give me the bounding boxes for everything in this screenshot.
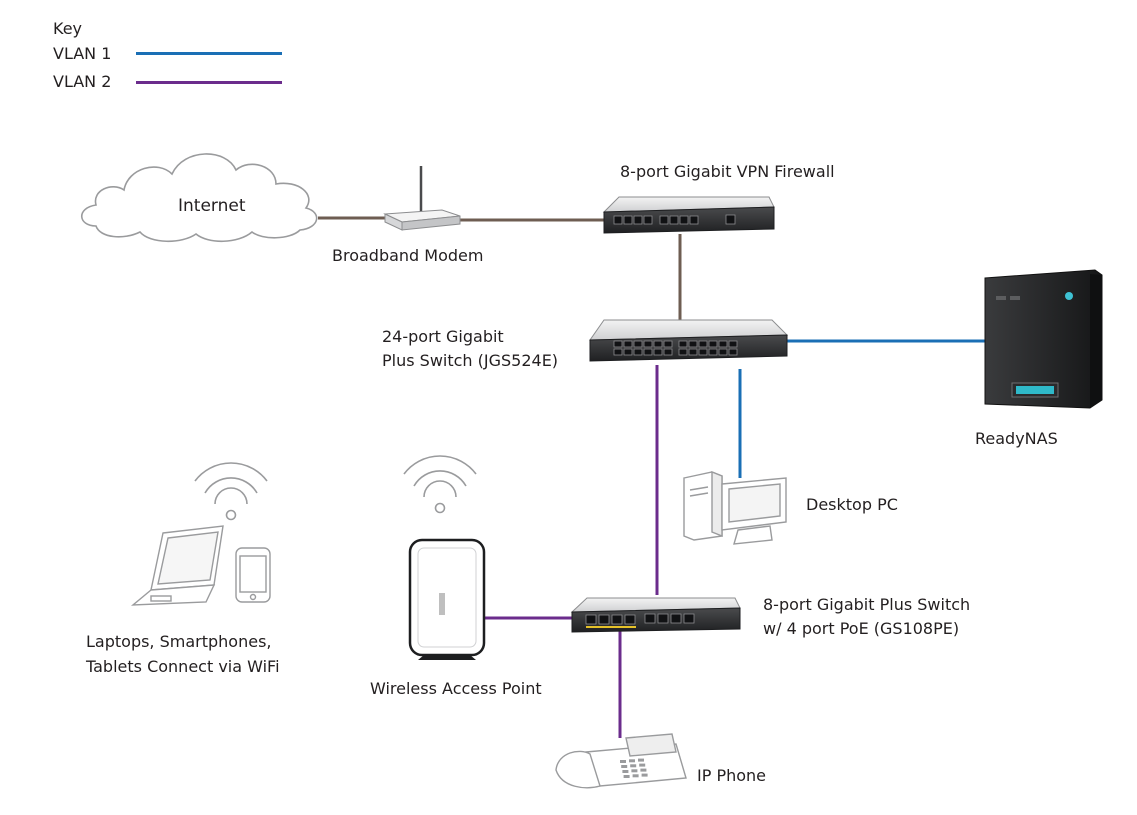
port <box>663 340 673 348</box>
phone-key <box>630 764 637 768</box>
phone-key <box>641 773 648 777</box>
legend-vlan1-label: VLAN 1 <box>53 44 112 63</box>
desktop-label: Desktop PC <box>806 495 898 514</box>
port <box>698 340 708 348</box>
port <box>678 340 688 348</box>
port <box>623 340 633 348</box>
port <box>633 215 643 225</box>
broadband-modem-icon <box>383 166 461 231</box>
phone-key <box>622 770 629 773</box>
phone-key <box>632 774 639 778</box>
switch8-label-line2: w/ 4 port PoE (GS108PE) <box>763 619 960 638</box>
phone-key <box>638 758 644 762</box>
phone-key <box>631 769 638 773</box>
vpn-firewall-icon <box>602 196 775 234</box>
smartphone-icon <box>235 547 271 603</box>
ip-phone-label: IP Phone <box>697 766 767 785</box>
wifi-clients-label-line1: Laptops, Smartphones, <box>86 632 272 651</box>
port <box>657 613 669 624</box>
port <box>613 348 623 356</box>
firewall-label: 8-port Gigabit VPN Firewall <box>620 162 835 181</box>
port <box>653 340 663 348</box>
readynas-icon <box>984 269 1103 409</box>
legend-vlan2-label: VLAN 2 <box>53 72 112 91</box>
legend-title: Key <box>53 19 83 38</box>
wifi-access-point-icon <box>403 455 477 514</box>
port <box>633 348 643 356</box>
port <box>611 614 623 625</box>
port <box>670 613 682 624</box>
wifi-laptops-icon <box>194 462 268 521</box>
port <box>643 215 653 225</box>
port <box>708 348 718 356</box>
phone-key <box>639 763 646 767</box>
port <box>718 340 728 348</box>
switch-8-port-poe-icon <box>570 597 741 633</box>
switch24-label-line2: Plus Switch (JGS524E) <box>382 351 559 370</box>
internet-label: Internet <box>178 196 246 216</box>
port <box>688 340 698 348</box>
port <box>653 348 663 356</box>
port <box>708 340 718 348</box>
phone-key <box>621 765 628 768</box>
modem-label: Broadband Modem <box>332 246 484 265</box>
ip-phone-icon <box>555 733 687 789</box>
port <box>623 348 633 356</box>
legend-vlan1-line <box>136 52 282 55</box>
port <box>679 215 689 225</box>
port <box>678 348 688 356</box>
port <box>728 348 738 356</box>
port <box>643 340 653 348</box>
port <box>728 340 738 348</box>
port <box>613 340 623 348</box>
phone-key <box>623 775 630 778</box>
port <box>644 613 656 624</box>
port <box>725 214 736 225</box>
switch-8-ports <box>585 613 695 628</box>
switch-24-port-icon <box>589 319 789 362</box>
wireless-access-point-icon <box>408 538 486 660</box>
wifi-clients-label-line2: Tablets Connect via WiFi <box>86 657 280 676</box>
switch8-label-line1: 8-port Gigabit Plus Switch <box>763 595 971 614</box>
port <box>585 614 597 625</box>
port <box>689 215 699 225</box>
port <box>659 215 669 225</box>
firewall-ports <box>613 214 736 225</box>
legend-vlan2-line <box>136 81 282 84</box>
nas-label: ReadyNAS <box>975 429 1058 448</box>
port <box>633 340 643 348</box>
switch-24-ports <box>613 340 738 356</box>
phone-key <box>620 760 626 763</box>
port <box>669 215 679 225</box>
port <box>613 215 623 225</box>
switch24-label-line1: 24-port Gigabit <box>382 327 504 346</box>
desktop-pc-icon <box>683 470 787 545</box>
port <box>688 348 698 356</box>
port <box>718 348 728 356</box>
internet-cloud-icon <box>80 153 318 243</box>
poe-indicator <box>586 626 636 628</box>
phone-key <box>640 768 647 772</box>
port <box>598 614 610 625</box>
access-point-label: Wireless Access Point <box>370 679 542 698</box>
port <box>643 348 653 356</box>
port <box>624 614 636 625</box>
port <box>683 613 695 624</box>
phone-key <box>629 759 635 763</box>
port <box>698 348 708 356</box>
laptop-icon <box>130 525 224 606</box>
port <box>623 215 633 225</box>
port <box>663 348 673 356</box>
